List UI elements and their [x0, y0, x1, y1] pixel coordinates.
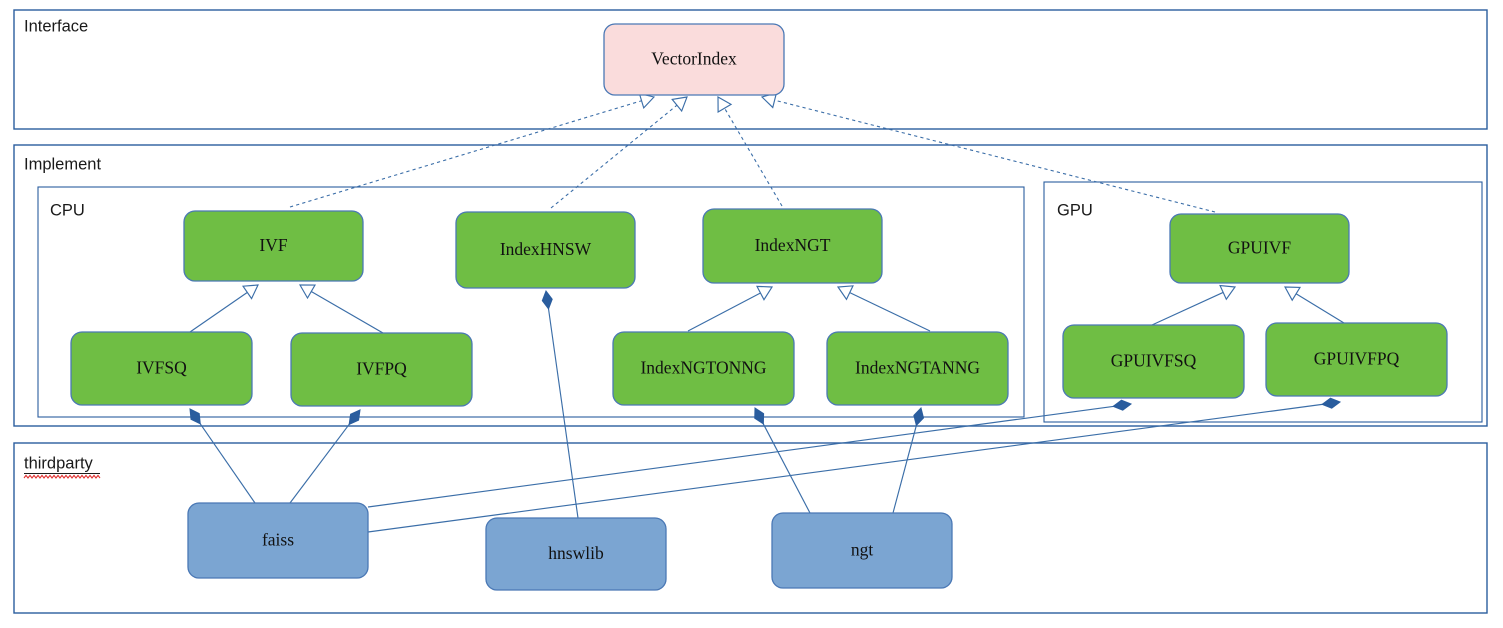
node-hnswlib[interactable]: hnswlib: [485, 517, 667, 591]
container-label-interface: Interface: [24, 17, 88, 35]
edge-head-indexhnsw-to-vectorindex: [671, 96, 688, 113]
edge-head-indexngt-to-vectorindex: [717, 96, 733, 114]
node-box-ivf[interactable]: [183, 210, 364, 282]
node-label-faiss: faiss: [262, 530, 294, 550]
node-label-indexngtanng: IndexNGTANNG: [855, 358, 980, 378]
edge-line-faiss-to-gpuivfsq: [367, 405, 1115, 508]
container-label-implement: Implement: [24, 155, 101, 173]
spellcheck-squiggle-thirdparty: [23, 474, 101, 479]
node-label-gpuivf: GPUIVF: [1228, 238, 1291, 258]
edge-line-indexhnsw-to-vectorindex: [550, 104, 678, 209]
edge-head-ngt-to-indexngtanng: [913, 407, 925, 427]
edge-head-faiss-to-gpuivfpq: [1321, 397, 1342, 409]
node-label-indexngt: IndexNGT: [755, 235, 831, 255]
edge-indexngtanng-to-indexngt: [836, 285, 931, 332]
node-box-gpuivfpq[interactable]: [1265, 322, 1448, 397]
node-ivf[interactable]: IVF: [183, 210, 364, 282]
edge-indexhnsw-to-vectorindex: [550, 96, 688, 209]
edge-line-faiss-to-ivfsq: [199, 422, 256, 504]
edge-ngt-to-indexngtanng: [892, 407, 925, 514]
node-box-hnswlib[interactable]: [485, 517, 667, 591]
edge-indexngtonng-to-indexngt: [687, 285, 774, 332]
edge-head-ngt-to-indexngtonng: [754, 407, 765, 425]
edge-head-faiss-to-gpuivfsq: [1112, 399, 1133, 411]
edge-head-hnswlib-to-indexhnsw: [541, 289, 553, 310]
node-ivfsq[interactable]: IVFSQ: [70, 331, 253, 406]
node-box-vectorindex[interactable]: [603, 23, 785, 96]
edge-line-ivfpq-to-ivf: [310, 290, 384, 334]
edge-indexngt-to-vectorindex: [717, 96, 783, 207]
node-box-indexhnsw[interactable]: [455, 211, 636, 289]
container-label-gpu: GPU: [1057, 201, 1093, 219]
node-vectorindex[interactable]: VectorIndex: [603, 23, 785, 96]
node-ngt[interactable]: ngt: [771, 512, 953, 589]
edge-head-faiss-to-ivfsq: [189, 408, 201, 425]
node-label-hnswlib: hnswlib: [548, 543, 604, 563]
node-indexngtanng[interactable]: IndexNGTANNG: [826, 331, 1009, 406]
edge-faiss-to-ivfpq: [289, 409, 361, 504]
edge-ngt-to-indexngtonng: [754, 407, 811, 514]
edge-head-gpuivfsq-to-gpuivf: [1219, 284, 1237, 301]
node-box-indexngtonng[interactable]: [612, 331, 795, 406]
node-gpuivf[interactable]: GPUIVF: [1169, 213, 1350, 284]
edge-line-indexngtanng-to-indexngt: [849, 291, 931, 332]
edge-line-indexngtonng-to-indexngt: [687, 292, 762, 332]
node-label-ngt: ngt: [851, 540, 874, 560]
node-box-faiss[interactable]: [187, 502, 369, 579]
node-ivfpq[interactable]: IVFPQ: [290, 332, 473, 407]
edge-ivfpq-to-ivf: [299, 284, 384, 334]
edge-head-indexngtanng-to-indexngt: [836, 285, 854, 301]
node-label-indexngtonng: IndexNGTONNG: [640, 358, 766, 378]
node-box-ngt[interactable]: [771, 512, 953, 589]
edge-head-indexngtonng-to-indexngt: [756, 285, 774, 301]
node-indexngt[interactable]: IndexNGT: [702, 208, 883, 284]
edge-line-ngt-to-indexngtanng: [892, 424, 918, 514]
node-box-indexngt[interactable]: [702, 208, 883, 284]
edge-gpuivfpq-to-gpuivf: [1284, 286, 1345, 324]
edge-line-gpuivfpq-to-gpuivf: [1295, 293, 1345, 324]
container-label-thirdparty: thirdparty: [24, 454, 94, 472]
edge-gpuivfsq-to-gpuivf: [1151, 284, 1237, 326]
node-label-ivf: IVF: [259, 235, 287, 255]
edge-head-faiss-to-ivfpq: [348, 409, 361, 426]
node-gpuivfsq[interactable]: GPUIVFSQ: [1062, 324, 1245, 399]
node-box-ivfpq[interactable]: [290, 332, 473, 407]
edge-line-faiss-to-ivfpq: [289, 423, 351, 504]
edges-layer: [189, 92, 1345, 533]
node-box-ivfsq[interactable]: [70, 331, 253, 406]
node-label-gpuivfpq: GPUIVFPQ: [1314, 349, 1400, 369]
edge-line-faiss-to-gpuivfpq: [367, 403, 1324, 533]
node-box-indexngtanng[interactable]: [826, 331, 1009, 406]
node-label-vectorindex: VectorIndex: [651, 49, 737, 69]
node-label-indexhnsw: IndexHNSW: [500, 239, 592, 259]
edge-faiss-to-gpuivfpq: [367, 397, 1342, 533]
edge-hnswlib-to-indexhnsw: [541, 289, 579, 519]
edge-line-hnswlib-to-indexhnsw: [547, 307, 579, 519]
node-label-ivfpq: IVFPQ: [356, 359, 407, 379]
edge-head-ivfsq-to-ivf: [242, 284, 259, 300]
edge-faiss-to-ivfsq: [189, 408, 256, 504]
edge-ivfsq-to-ivf: [189, 284, 259, 333]
node-gpuivfpq[interactable]: GPUIVFPQ: [1265, 322, 1448, 397]
node-faiss[interactable]: faiss: [187, 502, 369, 579]
node-label-gpuivfsq: GPUIVFSQ: [1111, 351, 1197, 371]
edge-line-ivfsq-to-ivf: [189, 291, 249, 333]
edge-line-ngt-to-indexngtonng: [762, 422, 811, 514]
edge-line-gpuivfsq-to-gpuivf: [1151, 291, 1224, 326]
edge-line-gpuivf-to-vectorindex: [773, 99, 1216, 213]
edge-head-gpuivfpq-to-gpuivf: [1284, 286, 1302, 302]
node-label-ivfsq: IVFSQ: [136, 358, 187, 378]
node-indexhnsw[interactable]: IndexHNSW: [455, 211, 636, 289]
node-box-gpuivf[interactable]: [1169, 213, 1350, 284]
node-indexngtonng[interactable]: IndexNGTONNG: [612, 331, 795, 406]
container-label-cpu: CPU: [50, 201, 85, 219]
node-box-gpuivfsq[interactable]: [1062, 324, 1245, 399]
edge-faiss-to-gpuivfsq: [367, 399, 1133, 508]
edge-head-ivfpq-to-ivf: [299, 284, 317, 300]
